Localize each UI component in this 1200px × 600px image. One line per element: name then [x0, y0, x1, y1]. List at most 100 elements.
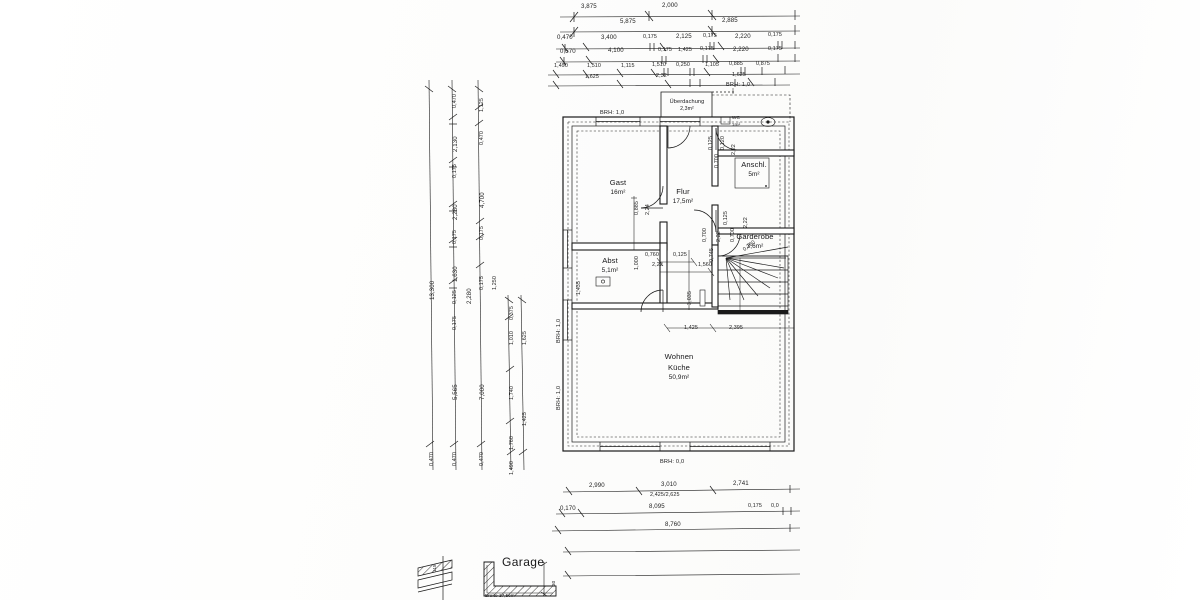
dim-vcol-c-3: 1,740 — [509, 386, 515, 400]
window-openings-bottom — [599, 442, 771, 451]
dim-top-r6-1: 2,32 — [656, 73, 667, 79]
brh-note-top-left: BRH: 1,0 — [600, 110, 625, 116]
room-name-gast: Gast — [609, 178, 627, 187]
dim-top-r4-5: 2,220 — [733, 46, 749, 53]
section-fragment-label: 115 — [432, 564, 437, 572]
garage-label: Garage — [502, 555, 545, 569]
dim-top-r3-0: 0,470 — [557, 34, 573, 41]
dim-bot-r1-0: 2,990 — [589, 482, 605, 489]
brh-note-bottom: BRH: 0,0 — [660, 459, 685, 465]
room-label-gast: Gast 16m² — [595, 177, 641, 197]
dim-stair-bottom-0: 1,425 — [684, 325, 698, 331]
dim-vtotal-foot: 0,470 — [429, 452, 435, 466]
room-name-garderobe: Garderobe — [736, 232, 774, 241]
dim-vcol-a-0: 0,470 — [452, 94, 458, 108]
window-openings-top — [595, 117, 701, 126]
dim-top-r4-2: 0,175 — [658, 47, 672, 53]
dim-vcol-c-6: 1,490 — [509, 461, 515, 475]
wall-section-detail-fragment — [417, 556, 453, 600]
room-area-wc: 1m² — [731, 122, 741, 128]
dim-top-r2-0: 5,875 — [620, 18, 636, 25]
dim-bot-r2-1: 8,095 — [649, 503, 665, 510]
brh-note-left-1: BRH: 1,0 — [556, 318, 562, 343]
dim-abst-left: 1,435 — [576, 281, 582, 295]
room-name-wc: WC — [731, 116, 741, 121]
dim-gast-door-width: 0,885 — [634, 201, 640, 215]
dim-abst-door-gap: 0,125 — [673, 252, 687, 258]
room-label-garderobe: Garderobe 3,6m² — [722, 231, 788, 251]
garage-symbol — [483, 561, 557, 597]
dim-vcol-c-2: 1,625 — [522, 331, 528, 345]
dim-top-r3-4: 0,175 — [703, 33, 717, 39]
dim-top-r3-6: 0,175 — [768, 32, 782, 38]
room-name-flur: Flur — [676, 187, 690, 196]
dim-top-r5-2: 1,115 — [621, 63, 635, 69]
insulation-dashed-outline — [567, 121, 790, 447]
dim-bot-r1-sub: 2,425/2,625 — [650, 492, 680, 498]
room-name-kueche: Küche — [667, 363, 691, 372]
top-dimension-lines — [547, 9, 801, 90]
dim-top-r4-3: 1,425 — [678, 47, 692, 53]
dim-vcol-c-5: 1,425 — [522, 412, 528, 426]
room-name-anschl: Anschl. — [741, 160, 767, 169]
dim-anschl-door-1: 0,700 — [730, 228, 736, 242]
dim-vcol-a-2: 0,175 — [452, 164, 458, 178]
dim-bot-r3-0: 8,760 — [665, 521, 681, 528]
dim-vcol-a-10: 0,470 — [452, 452, 458, 466]
room-label-ueberdachung: Überdachung 2,3m² — [657, 98, 717, 114]
garage-leader-lines — [562, 546, 801, 580]
dim-vcol-a-3: 2,280 — [452, 204, 459, 220]
dim-top-r3-3: 2,125 — [676, 33, 692, 40]
dim-vcol-a-5: 1,630 — [452, 266, 459, 282]
dim-vcol-b-1: 0,470 — [479, 131, 485, 145]
dim-flur-right: 3,035 — [687, 291, 693, 305]
staircase — [717, 246, 789, 315]
room-area-gast: 16m² — [610, 189, 626, 196]
dim-top-r6-2: 1,625 — [732, 72, 746, 78]
dim-top-r4-6: 0,175 — [768, 46, 782, 52]
entry-area-dashed — [712, 94, 791, 122]
dim-vertical-total: 13,300 — [429, 280, 436, 300]
dim-vcol-a-7: 2,280 — [466, 288, 473, 304]
room-name-abst: Abst — [602, 256, 618, 265]
room-name-wohnen: Wohnen — [664, 352, 694, 361]
dim-top-r5-5: 1,105 — [705, 62, 719, 68]
dim-bot-r2-3: 0,0 — [771, 503, 779, 509]
dim-bot-r1-1: 3,010 — [661, 481, 677, 488]
dim-top-r3-5: 2,220 — [735, 33, 751, 40]
interior-dimension-marks — [631, 196, 794, 333]
dim-garderobe-door-1: 0,700 — [702, 228, 708, 242]
dim-vcol-c-0: 0,375 — [509, 306, 515, 320]
room-area-wohnen-kueche: 50,9m² — [668, 374, 690, 381]
room-area-ueberdachung: 2,3m² — [680, 106, 694, 113]
dim-top-r3-1: 3,400 — [601, 34, 617, 41]
dim-top-r5-6: 0,885 — [729, 61, 743, 67]
dim-top-r4-1: 4,100 — [608, 47, 624, 54]
room-label-anschl: Anschl. 5m² — [727, 159, 781, 179]
dim-wc-door-2: 0,120 — [720, 136, 726, 150]
dim-vcol-b-3: 0,175 — [479, 226, 485, 240]
dim-top-r2-1: 2,885 — [722, 17, 738, 24]
dim-vcol-b-5: 0,175 — [479, 276, 485, 290]
dim-stair-left: 1,560 — [698, 262, 712, 268]
room-label-flur: Flur 17,5m² — [660, 186, 706, 206]
dim-vcol-b-0: 1,125 — [479, 98, 485, 112]
dim-stair-bottom-1: 2,395 — [729, 325, 743, 331]
brh-note-left-2: BRH: 1,0 — [556, 385, 562, 410]
dim-vcol-a-1: 2,130 — [452, 136, 459, 152]
room-label-wohnen-kueche: Wohnen Küche 50,9m² — [652, 351, 706, 382]
dim-gast-wall: 1,000 — [634, 256, 640, 270]
dim-wc-door-1: 0,700 — [714, 154, 720, 168]
dim-vcol-c-1: 1,010 — [509, 331, 515, 345]
dim-top-r5-4: 0,250 — [676, 62, 690, 68]
dim-vcol-b-7: 0,470 — [479, 452, 485, 466]
dim-top-r4-0: 0,570 — [560, 48, 576, 55]
dim-top-r1-0: 3,875 — [581, 3, 597, 10]
dim-anschl-door-2: 2,22 — [743, 217, 749, 228]
dim-vcol-a-9: 5,565 — [452, 384, 459, 400]
dim-top-r1-1: 2,000 — [662, 2, 678, 9]
garage-note: Breite 17,5cm — [485, 593, 515, 598]
dim-top-r4-4: 0,175 — [700, 46, 714, 52]
